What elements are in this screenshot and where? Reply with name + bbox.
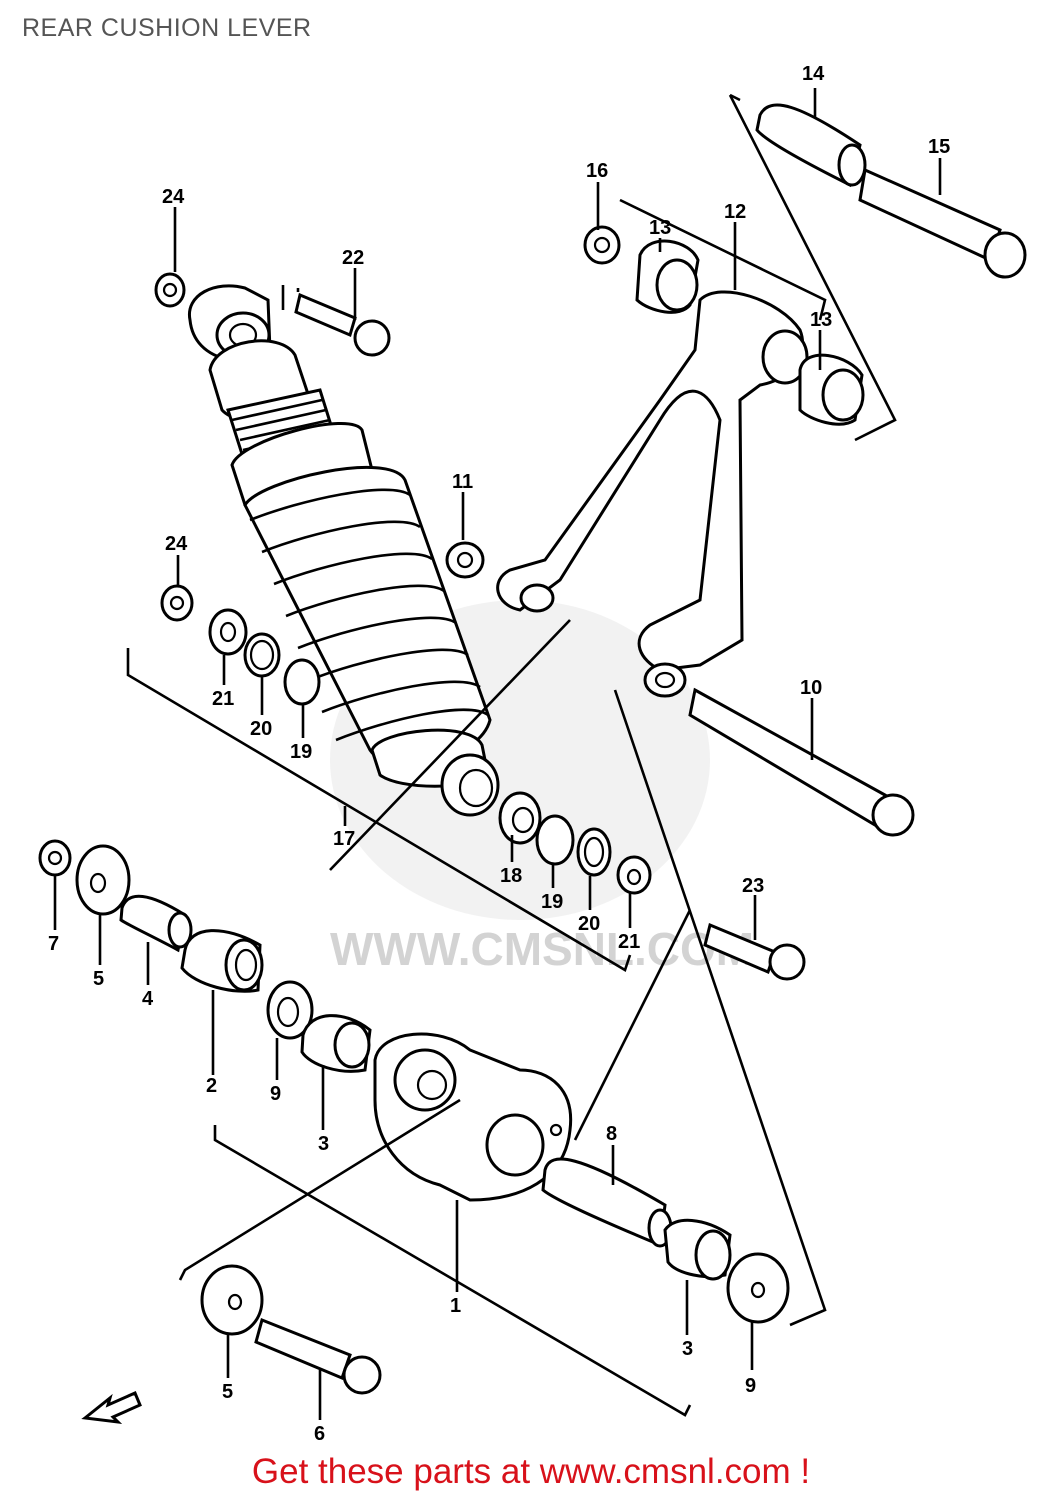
callout-8: 8 (606, 1123, 617, 1145)
callout-21-upper: 21 (212, 688, 234, 710)
seal-part-20-lower[interactable] (576, 827, 612, 877)
callout-4: 4 (142, 988, 154, 1010)
bearing-part-3-upper[interactable] (300, 1014, 372, 1073)
front-arrow-icon (81, 1391, 142, 1425)
callout-5-lower: 5 (222, 1381, 233, 1403)
watermark-text: WWW.CMSNL.COM (330, 923, 754, 975)
bushing-part-2[interactable] (180, 929, 264, 993)
nut-part-16[interactable] (583, 225, 621, 265)
nut-part-11[interactable] (445, 541, 485, 579)
callout-23: 23 (742, 875, 764, 897)
washer-part-9-lower[interactable] (726, 1252, 790, 1324)
callout-numbers: 1 2 3 3 4 5 5 6 7 8 9 9 10 11 12 13 13 1… (48, 63, 950, 1445)
washer-part-5-lower[interactable] (200, 1264, 264, 1336)
callout-1: 1 (450, 1295, 461, 1317)
nut-part-7[interactable] (38, 839, 72, 877)
callout-21-lower: 21 (618, 931, 640, 953)
callout-3-upper: 3 (318, 1133, 329, 1155)
callout-13-lower: 13 (810, 309, 832, 331)
bearing-part-13-upper[interactable] (635, 239, 700, 314)
callout-24-top: 24 (162, 186, 185, 208)
callout-13-upper: 13 (649, 217, 671, 239)
callout-12: 12 (724, 201, 746, 223)
bolt-part-22[interactable] (294, 292, 391, 357)
callout-22: 22 (342, 247, 364, 269)
spacer-part-21-upper[interactable] (208, 608, 248, 656)
callout-19-lower: 19 (541, 891, 563, 913)
callout-18: 18 (500, 865, 522, 887)
callout-6: 6 (314, 1423, 325, 1445)
seal-part-9-upper[interactable] (266, 980, 314, 1040)
cushion-rod-part-1[interactable] (373, 1032, 573, 1202)
callout-24-middle: 24 (165, 533, 188, 555)
callout-2: 2 (206, 1075, 217, 1097)
collar-part-4[interactable] (119, 894, 193, 953)
shock-absorber-part-17[interactable] (188, 284, 492, 788)
callout-17: 17 (333, 828, 355, 850)
bolt-part-6[interactable] (254, 1317, 382, 1395)
spacer-part-21-lower[interactable] (616, 855, 652, 895)
collar-part-8[interactable] (541, 1157, 673, 1248)
callout-16: 16 (586, 160, 608, 182)
callout-11: 11 (452, 471, 473, 493)
cushion-lever-part-12[interactable] (496, 290, 809, 698)
diagram-title: REAR CUSHION LEVER (22, 14, 312, 42)
callout-15: 15 (928, 136, 950, 158)
exploded-parts-diagram: WWW.CMSNL.COM (38, 63, 1027, 1445)
nut-part-24-middle[interactable] (160, 584, 194, 622)
callout-9-upper: 9 (270, 1083, 281, 1105)
circlip-part-19-lower[interactable] (535, 814, 575, 866)
nut-part-24-top[interactable] (154, 272, 186, 308)
circlip-part-19-upper[interactable] (283, 658, 321, 706)
callout-20-upper: 20 (250, 718, 272, 740)
callout-7: 7 (48, 933, 59, 955)
bearing-part-18[interactable] (440, 753, 542, 845)
bolt-part-15[interactable] (858, 167, 1027, 279)
spacer-part-14[interactable] (755, 103, 867, 188)
leader-lines (53, 88, 942, 1420)
bearing-part-3-lower[interactable] (663, 1218, 732, 1281)
callout-19-upper: 19 (290, 741, 312, 763)
callout-5-upper: 5 (93, 968, 104, 990)
bolt-part-10[interactable] (688, 687, 915, 837)
callout-10: 10 (800, 677, 822, 699)
callout-20-lower: 20 (578, 913, 600, 935)
callout-9-lower: 9 (745, 1375, 756, 1397)
callout-14: 14 (802, 63, 825, 85)
footer-link-text[interactable]: Get these parts at www.cmsnl.com ! (251, 1452, 811, 1491)
callout-3-lower: 3 (682, 1338, 693, 1360)
bearing-part-13-lower[interactable] (798, 353, 865, 426)
footer-link[interactable]: Get these parts at www.cmsnl.com ! (0, 1452, 1062, 1492)
seal-part-20-upper[interactable] (243, 632, 281, 678)
bolt-part-23[interactable] (703, 922, 806, 981)
washer-part-5-upper[interactable] (75, 844, 131, 916)
